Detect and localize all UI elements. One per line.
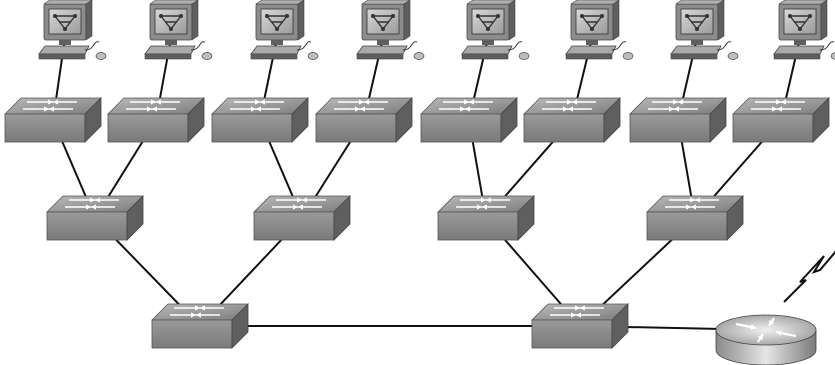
switch-icon <box>523 97 621 143</box>
nodes-layer <box>4 0 835 365</box>
access-switch-1 <box>4 97 102 143</box>
workstation-icon <box>670 0 739 60</box>
workstation-icon <box>38 0 107 60</box>
workstation-icon <box>250 0 319 60</box>
switch-icon <box>211 97 309 143</box>
access-switch-3 <box>211 97 309 143</box>
router <box>715 314 817 365</box>
switch-icon <box>420 97 518 143</box>
switch-icon <box>253 195 351 241</box>
workstation-icon <box>565 0 634 60</box>
access-switch-2 <box>107 97 205 143</box>
switch-icon <box>437 195 535 241</box>
switch-icon <box>732 97 830 143</box>
core-switch-2 <box>531 303 629 349</box>
distribution-switch-1 <box>46 195 144 241</box>
distribution-switch-2 <box>253 195 351 241</box>
workstation-icon <box>356 0 425 60</box>
distribution-switch-3 <box>437 195 535 241</box>
pc-7 <box>670 0 739 60</box>
pc-1 <box>38 0 107 60</box>
access-switch-4 <box>315 97 413 143</box>
pc-5 <box>461 0 530 60</box>
access-switch-8 <box>732 97 830 143</box>
core-switch-1 <box>151 303 249 349</box>
workstation-icon <box>461 0 530 60</box>
pc-3 <box>250 0 319 60</box>
workstation-icon <box>144 0 213 60</box>
distribution-switch-4 <box>646 195 744 241</box>
switch-icon <box>531 303 629 349</box>
access-switch-7 <box>629 97 727 143</box>
pc-2 <box>144 0 213 60</box>
access-switch-6 <box>523 97 621 143</box>
switch-icon <box>107 97 205 143</box>
switch-icon <box>4 97 102 143</box>
access-switch-5 <box>420 97 518 143</box>
switch-icon <box>646 195 744 241</box>
router-icon <box>715 314 817 365</box>
pc-8 <box>773 0 835 60</box>
switch-icon <box>629 97 727 143</box>
switch-icon <box>315 97 413 143</box>
switch-icon <box>151 303 249 349</box>
switch-icon <box>46 195 144 241</box>
links-layer <box>52 37 835 331</box>
pc-6 <box>565 0 634 60</box>
serial-link-lightning <box>783 250 835 303</box>
workstation-icon <box>773 0 835 60</box>
pc-4 <box>356 0 425 60</box>
